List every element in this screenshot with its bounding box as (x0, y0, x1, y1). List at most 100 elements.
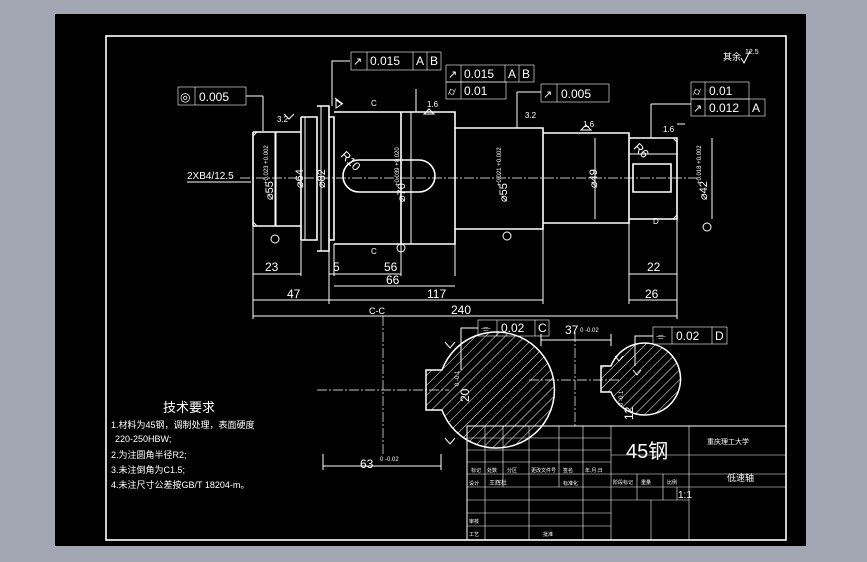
dim-d64: ⌀64 (294, 169, 306, 188)
dim-d55-right-tol: +0.021 +0.002 (497, 147, 503, 186)
rough-3-2-a: 3.2 (277, 115, 289, 124)
gdt-frame-symmetry-c: ⌯ 0.02 C (460, 319, 550, 370)
svg-text:↗: ↗ (448, 69, 457, 81)
svg-text:◎: ◎ (180, 90, 190, 104)
dim-d82: ⌀82 (316, 169, 328, 188)
rough-1-6-b: 1.6 (583, 120, 595, 129)
svg-text:↗: ↗ (353, 56, 362, 68)
rough-1-6-a: 1.6 (427, 100, 439, 109)
svg-text:⌭: ⌭ (693, 86, 701, 98)
dim-l240: 240 (451, 303, 471, 317)
tb-design-label: 设计 (469, 480, 479, 487)
section-d-view: 37 0 -0.02 12 0 -0.1 (529, 323, 682, 428)
dim-d70-tol: +0.039 +0.020 (395, 147, 401, 186)
length-dim-lines (252, 219, 678, 319)
dim-l56: 56 (384, 260, 398, 274)
tb-standard: 标准化 (563, 480, 578, 487)
gdt-frame-concentricity: ◎ 0.005 (177, 86, 263, 106)
keyway-left (342, 159, 436, 193)
svg-text:0.02: 0.02 (676, 329, 700, 343)
center-hole-label: 2XB4/12.5 (187, 171, 234, 182)
tb-scale: 1:1 (678, 490, 692, 501)
datum-mark-b (502, 231, 512, 241)
rough-3-2-b: 3.2 (525, 111, 537, 120)
diameter-dim-lines (274, 106, 713, 251)
section-c-width: 63 (360, 457, 374, 471)
diameter-labels: ⌀55 +0.023 +0.002 ⌀64 ⌀82 ⌀70 +0.039 +0.… (264, 145, 710, 202)
svg-text:A: A (752, 101, 760, 115)
tb-material: 45钢 (626, 440, 668, 463)
section-c-depth-tol: 0 -0.1 (455, 370, 461, 386)
dim-d42-tol: +0.018 +0.002 (697, 145, 703, 184)
svg-text:0.02: 0.02 (501, 321, 525, 335)
gdt-frame-top: ↗ 0.015 A B (350, 51, 442, 71)
dim-d55-right: ⌀55 (498, 183, 510, 202)
section-d-width: 37 (565, 323, 579, 337)
svg-text:0.01: 0.01 (709, 84, 733, 98)
requirement-1b: 220-250HBW; (115, 434, 171, 444)
dim-l22: 22 (647, 260, 661, 274)
dim-l5: 5 (333, 260, 340, 274)
tolerance-leaders (262, 60, 685, 138)
tb-stage: 阶段标记 (613, 479, 633, 486)
chamfer-lines (252, 131, 678, 227)
tb-approve: 批准 (543, 531, 553, 538)
svg-text:0.015: 0.015 (370, 54, 400, 68)
roughness-note-value: 12.5 (745, 49, 759, 56)
length-dims: 23 5 56 66 22 47 117 26 240 (265, 260, 661, 317)
dim-d55-left-tol: +0.023 +0.002 (264, 145, 270, 184)
dim-d70: ⌀70 (396, 183, 408, 202)
dim-l66: 66 (386, 273, 400, 287)
roughness-symbol (740, 50, 751, 65)
section-d-width-tol: 0 -0.02 (580, 328, 599, 334)
roughness-marks (283, 97, 593, 131)
requirement-3: 3.未注倒角为C1.5; (111, 464, 185, 475)
svg-text:0.005: 0.005 (561, 87, 591, 101)
keyway-right (632, 163, 672, 193)
requirements-title: 技术要求 (163, 400, 215, 415)
tb-col-date: 年.月.日 (585, 467, 603, 474)
inner-frame (105, 35, 787, 541)
rough-1-6-c: 1.6 (663, 125, 675, 134)
svg-text:⌯: ⌯ (656, 329, 666, 343)
svg-text:0.015: 0.015 (464, 67, 494, 81)
cad-drawing: 其余 12.5 ⌀55 +0.023 +0.002 ⌀64 ⌀82 ⌀70 +0… (105, 35, 787, 541)
section-mark-d-top: D (653, 217, 659, 226)
svg-text:0.005: 0.005 (199, 90, 229, 104)
svg-text:A: A (416, 54, 424, 68)
svg-text:⌭: ⌭ (448, 86, 456, 98)
datum-mark-d (702, 222, 712, 232)
title-block: 标记 处数 分区 更改文件号 签名 年.月.日 设计 王辉杜 标准化 审核 工艺… (466, 425, 787, 541)
dim-d42: ⌀42 (698, 181, 710, 200)
tb-col-count: 处数 (487, 467, 497, 474)
tb-designer: 王辉杜 (489, 479, 507, 487)
requirement-4: 4.未注尺寸公差按GB/T 18204-m。 (111, 479, 249, 490)
gdt-frame-runout-3: ↗ 0.005 (517, 83, 610, 103)
tb-col-docno: 更改文件号 (531, 467, 556, 474)
radius-r10: R10 (338, 148, 364, 174)
gdt-frame-runout-4: ↗ 0.012 A (651, 98, 766, 117)
tb-school: 重庆理工大学 (707, 437, 749, 446)
gdt-frame-symmetry-d: ⌯ 0.02 D (634, 326, 728, 366)
svg-text:0.012: 0.012 (709, 101, 739, 115)
svg-text:⌯: ⌯ (481, 321, 491, 335)
roughness-note-label: 其余 (723, 51, 741, 62)
tb-part-name: 低速轴 (727, 472, 754, 483)
drawing-sheet: 其余 12.5 ⌀55 +0.023 +0.002 ⌀64 ⌀82 ⌀70 +0… (55, 14, 806, 546)
svg-text:C: C (538, 321, 547, 335)
svg-text:B: B (522, 67, 530, 81)
section-c-title: C-C (369, 306, 385, 316)
gdt-frame-cylindricity-1: ⌭ 0.01 (445, 81, 507, 100)
radius-r6: R6 (631, 140, 652, 161)
svg-text:↗: ↗ (543, 89, 552, 101)
tb-col-sign: 签名 (563, 467, 573, 474)
gdt-frame-cylindricity-2: ⌭ 0.01 (690, 81, 750, 100)
technical-requirements: 技术要求 1.材料为45钢，调制处理，表面硬度 220-250HBW; 2.为注… (111, 400, 255, 490)
svg-text:↗: ↗ (693, 103, 702, 115)
datum-mark-a (270, 234, 280, 244)
requirement-2: 2.为注圆角半径R2; (111, 449, 187, 460)
svg-text:D: D (715, 329, 724, 343)
tb-col-mark: 标记 (471, 467, 481, 474)
section-d-depth: 12 (622, 406, 636, 420)
section-c-width-tol: 0 -0.02 (380, 457, 399, 463)
